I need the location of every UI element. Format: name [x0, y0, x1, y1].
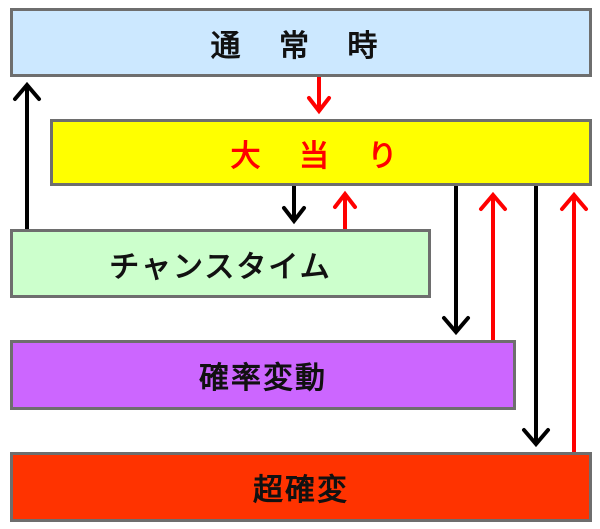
- state-kakuhen-box: 確率変動: [10, 340, 516, 410]
- arrow-chance-to-bigwin: [333, 190, 357, 229]
- state-kakuhen-label: 確率変動: [199, 361, 327, 396]
- arrow-bigwin-to-kakuhen: [442, 186, 470, 336]
- arrow-bigwin-to-chokaku: [522, 186, 550, 448]
- arrow-normal-to-bigwin: [307, 77, 331, 115]
- state-normal-box: 通 常 時: [10, 8, 592, 77]
- state-chance-time-label: チャンスタイム: [109, 249, 332, 285]
- state-chokaku-label: 超確変: [253, 473, 349, 508]
- arrow-chance-to-normal: [13, 81, 41, 229]
- arrow-chokaku-to-bigwin: [560, 191, 588, 452]
- arrow-kakuhen-to-bigwin: [479, 191, 507, 340]
- state-chokaku-box: 超確変: [10, 452, 592, 522]
- state-chance-time-box: チャンスタイム: [10, 229, 431, 298]
- state-bigwin-label: 大 当 り: [230, 138, 412, 174]
- state-bigwin-box: 大 当 り: [50, 119, 592, 186]
- state-normal-label: 通 常 時: [210, 28, 392, 64]
- arrow-bigwin-to-chance: [282, 186, 306, 225]
